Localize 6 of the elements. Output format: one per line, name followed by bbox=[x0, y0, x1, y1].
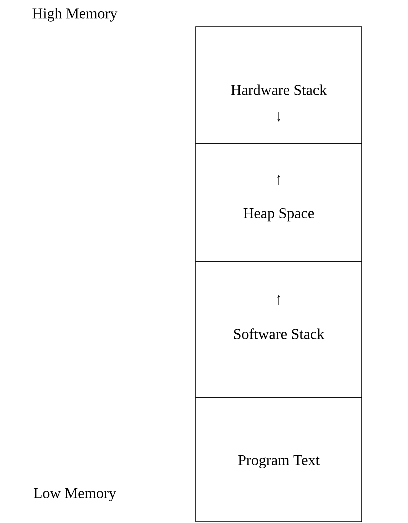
memory-label: Low Memory bbox=[34, 488, 116, 502]
memory-region-box: Hardware Stack bbox=[196, 26, 362, 144]
memory-region-box: Program Text bbox=[196, 398, 362, 522]
memory-label: High Memory bbox=[32, 8, 118, 22]
memory-region-box: Software Stack bbox=[196, 262, 362, 398]
memory-region-box: Heap Space bbox=[196, 144, 362, 262]
